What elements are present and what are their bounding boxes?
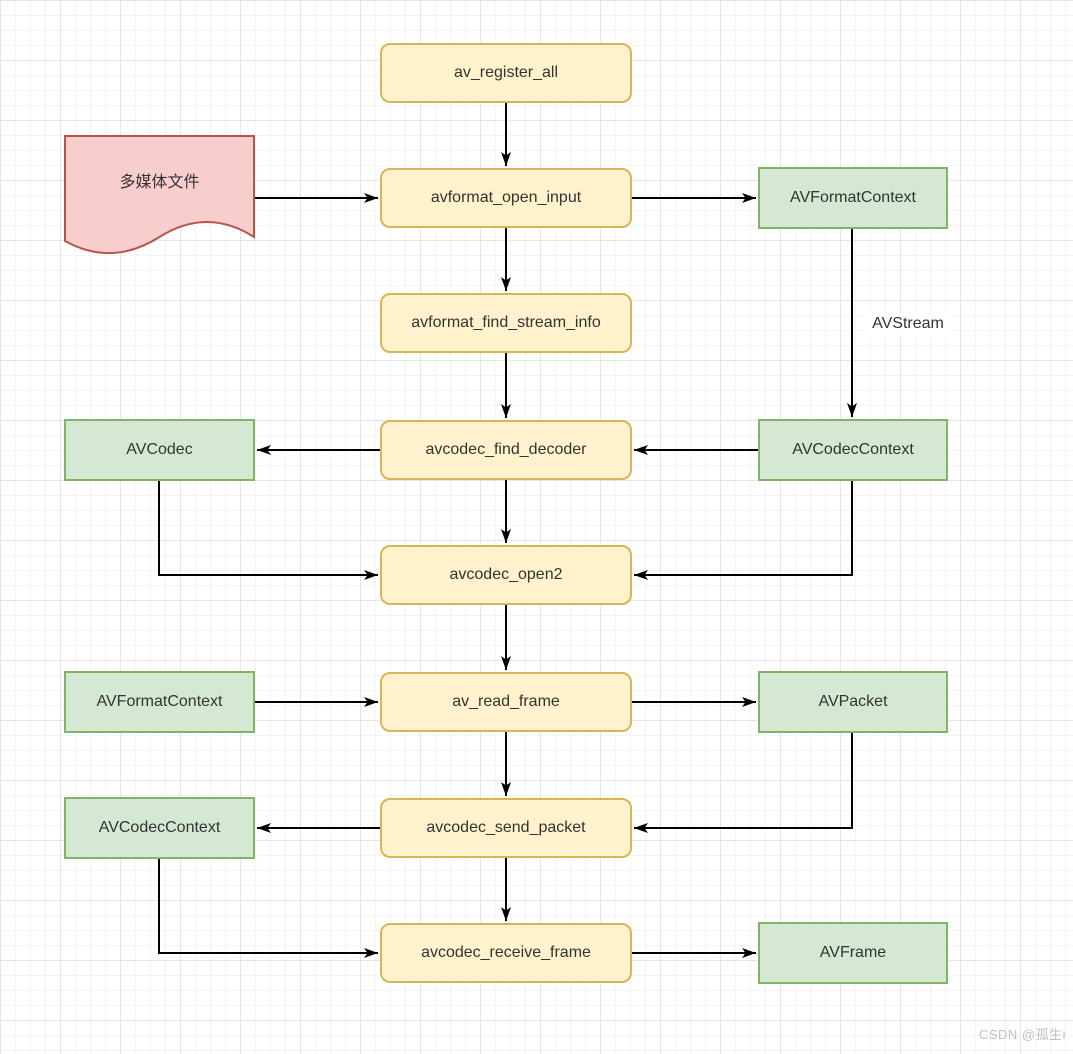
edge-label-avstream-edge-label: AVStream xyxy=(864,313,952,335)
edge-codeccontext2-to-receiveframe xyxy=(158,859,378,958)
node-avcodeccontext-right: AVCodecContext xyxy=(758,419,948,481)
node-avcodeccontext-left: AVCodecContext xyxy=(64,797,255,859)
document-shape xyxy=(64,135,255,255)
node-av-register-all: av_register_all xyxy=(380,43,632,103)
node-multimedia-file: 多媒体文件 xyxy=(64,135,255,260)
node-av-read-frame: av_read_frame xyxy=(380,672,632,732)
node-avpacket: AVPacket xyxy=(758,671,948,733)
node-avformatcontext-left: AVFormatContext xyxy=(64,671,255,733)
node-avcodec: AVCodec xyxy=(64,419,255,481)
node-avformat-open-input: avformat_open_input xyxy=(380,168,632,228)
edge-codeccontext-to-open2 xyxy=(634,481,853,580)
edge-avpacket-to-sendpacket xyxy=(634,733,853,833)
node-avformatcontext-top: AVFormatContext xyxy=(758,167,948,229)
document-label: 多媒体文件 xyxy=(119,174,200,191)
csdn-watermark: CSDN @孤生i xyxy=(978,1027,1066,1042)
node-avcodec-receive-frame: avcodec_receive_frame xyxy=(380,923,632,983)
node-avformat-find-stream-info: avformat_find_stream_info xyxy=(380,293,632,353)
node-avcodec-find-decoder: avcodec_find_decoder xyxy=(380,420,632,480)
node-avcodec-send-packet: avcodec_send_packet xyxy=(380,798,632,858)
node-avframe: AVFrame xyxy=(758,922,948,984)
edge-avcodec-to-open2 xyxy=(158,481,378,580)
node-avcodec-open2: avcodec_open2 xyxy=(380,545,632,605)
